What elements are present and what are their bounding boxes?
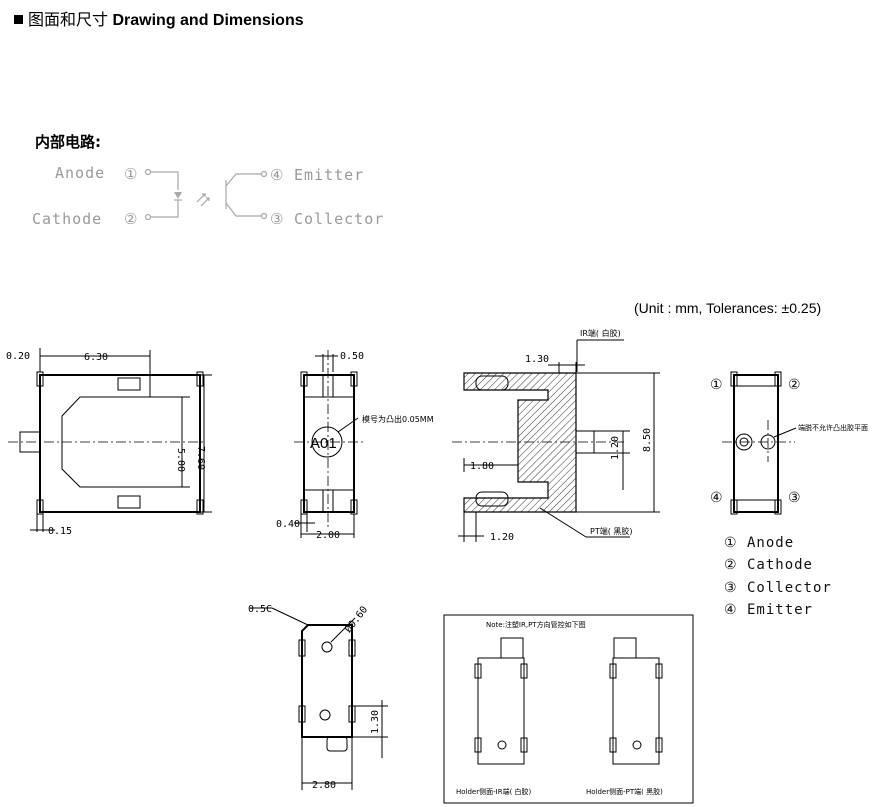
pin2-marker: ② — [124, 210, 138, 228]
internal-circuit-diagram: Anode ① Cathode ② ④ Emitter ③ Collector — [32, 164, 384, 228]
pin-list-anode: ① Anode — [724, 535, 794, 551]
bottom-pin1: ① — [710, 377, 724, 393]
marking-a01: A01 — [310, 435, 337, 452]
note-box-title: Note:注塑IR,PT方向管控如下图 — [486, 620, 586, 629]
units-note: (Unit : mm, Tolerances: ±0.25) — [634, 300, 822, 316]
pin1-marker: ① — [124, 165, 138, 183]
diode-symbol — [174, 192, 182, 199]
dim-1-80: 1.80 — [470, 461, 494, 472]
dim-section-1-20-right: 1.20 — [610, 436, 621, 460]
side-view-drawing: 0.5C Ø0.60 1.30 2.80 — [248, 604, 388, 791]
light-arrows-icon — [196, 193, 210, 207]
dim-section-1-20-bottom: 1.20 — [490, 532, 514, 543]
collector-label: Collector — [294, 210, 384, 228]
bottom-view-drawing: 端脱不允许凸出胶平面 ① ② ④ ③ — [710, 371, 868, 515]
bottom-pin3: ③ — [788, 490, 802, 506]
section-view-drawing: IR端( 白胶) 1.30 1.80 1.20 8.50 1.20 PT端( 黑… — [452, 328, 660, 543]
dim-2-00: 2.00 — [316, 530, 340, 541]
dim-0-20: 0.20 — [6, 351, 30, 362]
dim-0-40: 0.40 — [276, 519, 300, 530]
dim-0-5c: 0.5C — [248, 604, 272, 615]
pt-side-caption: Holder侧面-PT端( 黑胶) — [586, 787, 663, 796]
cathode-label: Cathode — [32, 210, 102, 228]
dim-2-80: 2.80 — [312, 780, 336, 791]
top-view-drawing: 0.20 6.30 5.00 7.60 0.15 — [6, 348, 212, 537]
title-en: Drawing and Dimensions — [112, 12, 304, 29]
orientation-note-box: Note:注塑IR,PT方向管控如下图 Holder侧面-IR端( 白胶) Ho… — [443, 614, 694, 804]
pin-list-collector: ③ Collector — [724, 580, 832, 596]
dim-7-60: 7.60 — [195, 446, 206, 470]
pt-end-label: PT端( 黑胶) — [590, 526, 633, 536]
dim-0-50: 0.50 — [340, 351, 364, 362]
square-bullet-icon — [14, 15, 23, 24]
dim-section-1-30: 1.30 — [525, 354, 549, 365]
emitter-label: Emitter — [294, 166, 364, 184]
dim-side-1-30: 1.30 — [370, 710, 381, 734]
ir-side-caption: Holder侧面-IR端( 白胶) — [456, 787, 532, 796]
bottom-pin2: ② — [788, 377, 802, 393]
dim-dia-0-60: Ø0.60 — [342, 604, 370, 635]
marking-note: 模号为凸出0.05MM — [362, 414, 434, 424]
internal-circuit-label: 内部电路: — [35, 133, 101, 151]
dim-0-15: 0.15 — [48, 526, 72, 537]
pin4-marker: ④ — [270, 166, 284, 184]
pin-list-cathode: ② Cathode — [724, 557, 813, 573]
pin3-marker: ③ — [270, 210, 284, 228]
flush-note: 端脱不允许凸出胶平面 — [798, 423, 868, 432]
dim-6-30: 6.30 — [84, 352, 108, 363]
dim-8-50: 8.50 — [642, 428, 653, 452]
front-view-drawing: A01 模号为凸出0.05MM 0.50 0.40 2.00 — [276, 350, 434, 541]
ir-end-label: IR端( 白胶) — [580, 328, 621, 338]
page-title: 图面和尺寸 Drawing and Dimensions — [14, 6, 304, 30]
pin-list-emitter: ④ Emitter — [724, 602, 813, 618]
dim-5-00: 5.00 — [175, 448, 186, 472]
pin-list: ① Anode ② Cathode ③ Collector ④ Emitter — [724, 535, 832, 618]
bottom-pin4: ④ — [710, 490, 724, 506]
title-cn: 图面和尺寸 — [28, 10, 109, 29]
anode-label: Anode — [55, 164, 105, 182]
